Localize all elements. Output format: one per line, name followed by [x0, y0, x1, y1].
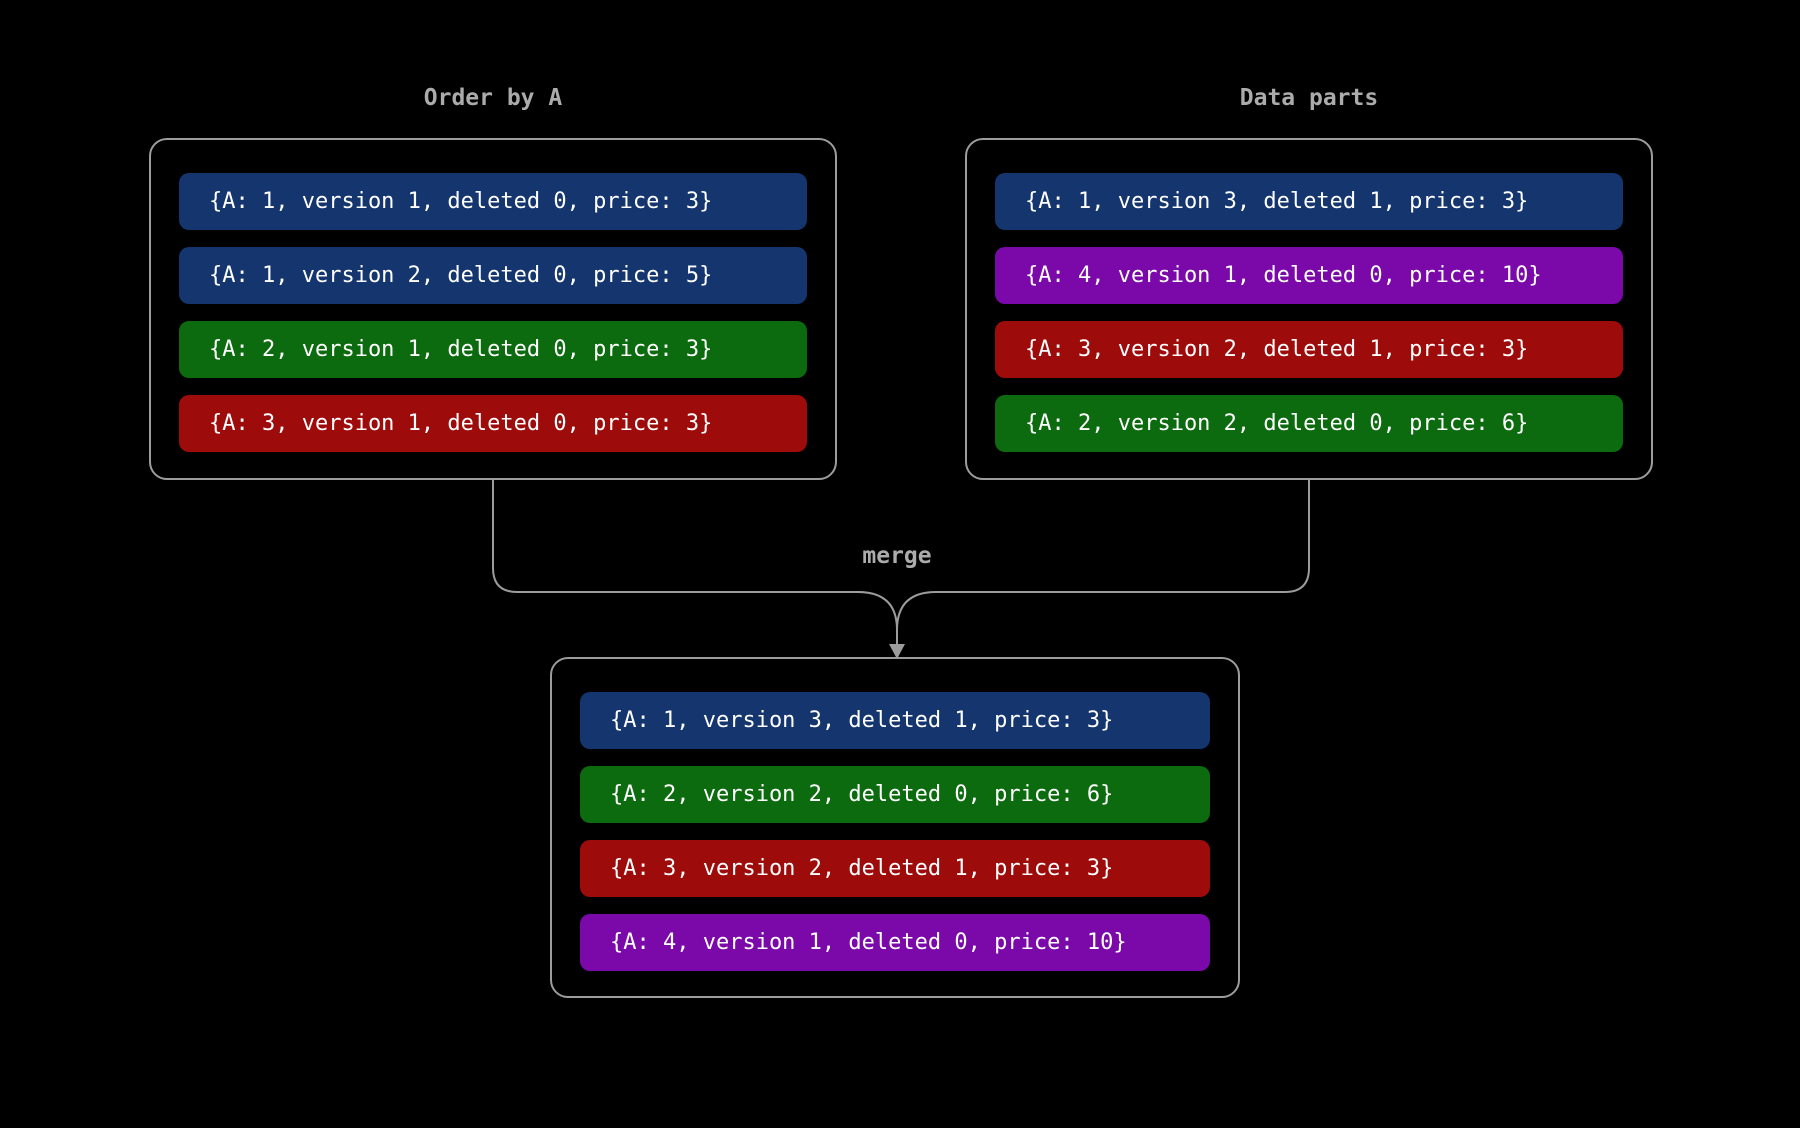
data-part-row: {A: 3, version 1, deleted 0, price: 3}	[179, 395, 807, 452]
data-part-row: {A: 3, version 2, deleted 1, price: 3}	[995, 321, 1623, 378]
right-connector-path	[896, 480, 1310, 631]
data-part-row: {A: 1, version 2, deleted 0, price: 5}	[179, 247, 807, 304]
left-connector-path	[492, 480, 898, 646]
data-part-row: {A: 1, version 3, deleted 1, price: 3}	[995, 173, 1623, 230]
data-part-row: {A: 4, version 1, deleted 0, price: 10}	[995, 247, 1623, 304]
merged-result-box: {A: 1, version 3, deleted 1, price: 3} {A…	[550, 657, 1240, 998]
data-part-row: {A: 1, version 1, deleted 0, price: 3}	[179, 173, 807, 230]
data-parts-title: Data parts	[1239, 85, 1379, 111]
data-parts-box: {A: 1, version 3, deleted 1, price: 3} {A…	[965, 138, 1653, 480]
data-part-row: {A: 1, version 3, deleted 1, price: 3}	[580, 692, 1210, 749]
order-by-a-box: {A: 1, version 1, deleted 0, price: 3} {A…	[149, 138, 837, 480]
data-part-row: {A: 2, version 2, deleted 0, price: 6}	[995, 395, 1623, 452]
data-part-row: {A: 4, version 1, deleted 0, price: 10}	[580, 914, 1210, 971]
arrowhead-icon	[889, 644, 905, 659]
data-part-row: {A: 3, version 2, deleted 1, price: 3}	[580, 840, 1210, 897]
data-part-row: {A: 2, version 1, deleted 0, price: 3}	[179, 321, 807, 378]
data-part-row: {A: 2, version 2, deleted 0, price: 6}	[580, 766, 1210, 823]
order-by-a-title: Order by A	[423, 85, 563, 111]
merge-label: merge	[862, 543, 932, 569]
